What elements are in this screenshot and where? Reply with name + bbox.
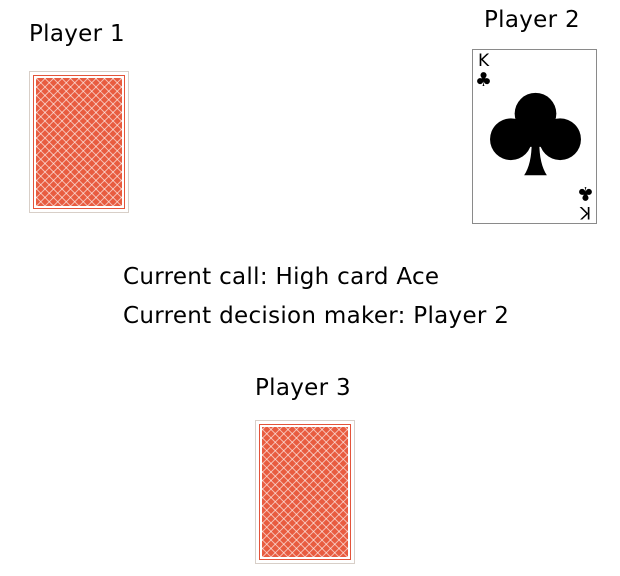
card-back-pattern-icon [33,75,125,209]
current-decision-maker-text: Current decision maker: Player 2 [123,303,510,329]
club-icon [490,92,581,176]
card-corner-bottom: K ♣ [576,182,594,222]
player-2-label: Player 2 [484,7,580,33]
player-3-card-back[interactable] [255,420,355,564]
player-2-card-king-of-clubs[interactable]: K ♣ K ♣ [472,49,597,224]
card-back-pattern-icon [259,424,351,560]
card-corner-top: K ♣ [475,53,492,90]
player-3-label: Player 3 [255,375,351,401]
player-1-label: Player 1 [29,21,125,47]
current-call-text: Current call: High card Ace [123,264,440,290]
card-rank: K [477,51,490,71]
player-1-card-back[interactable] [29,71,129,213]
card-rank: K [579,202,592,222]
club-icon: ♣ [475,69,493,91]
club-icon: ♣ [576,182,594,204]
